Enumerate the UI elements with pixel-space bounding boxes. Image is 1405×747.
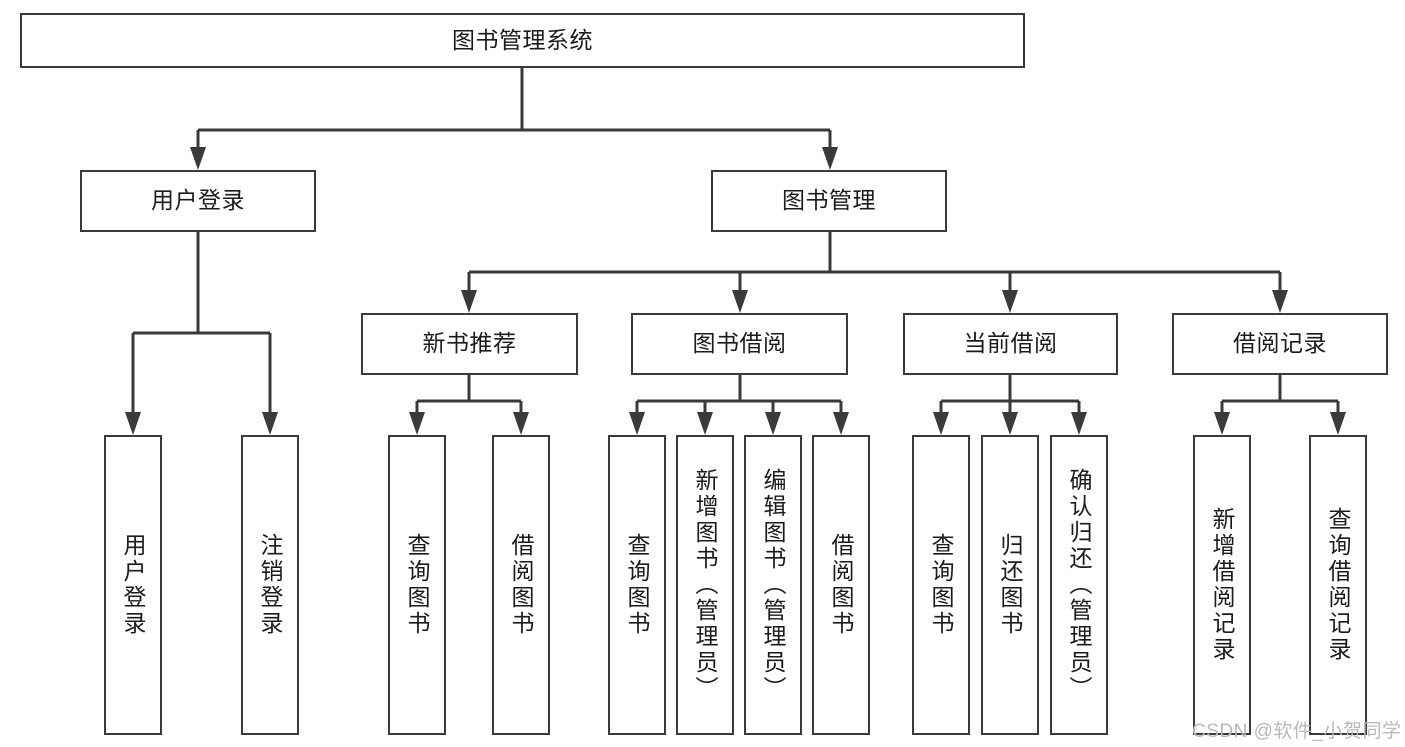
node-root[interactable]: 图书管理系统	[20, 13, 1025, 68]
node-leaf-return-book-label: 归还图书	[997, 533, 1024, 637]
csdn-watermark: CSDN @软件_小贺同学	[1192, 721, 1402, 742]
node-leaf-user-login-label: 用户登录	[120, 533, 147, 637]
node-leaf-borrow-book-2[interactable]: 借阅图书	[812, 435, 870, 735]
node-root-label: 图书管理系统	[452, 26, 593, 53]
node-leaf-logout-login-label: 注销登录	[257, 533, 284, 637]
node-borrow-record-label: 借阅记录	[1233, 330, 1327, 357]
node-new-book-rec-label: 新书推荐	[422, 330, 517, 357]
node-leaf-confirm-return-label: 确认归还（管理员）	[1066, 468, 1093, 702]
node-leaf-query-book-2-label: 查询图书	[624, 533, 651, 637]
node-leaf-borrow-book-2-label: 借阅图书	[828, 533, 855, 637]
node-user-login[interactable]: 用户登录	[80, 170, 316, 232]
node-leaf-query-book-1-label: 查询图书	[404, 533, 431, 637]
node-leaf-borrow-book-1[interactable]: 借阅图书	[492, 435, 550, 735]
node-leaf-return-book[interactable]: 归还图书	[981, 435, 1039, 735]
node-leaf-add-book[interactable]: 新增图书（管理员）	[676, 435, 734, 735]
node-borrow-record[interactable]: 借阅记录	[1172, 313, 1388, 375]
node-new-book-rec[interactable]: 新书推荐	[361, 313, 578, 375]
node-leaf-confirm-return[interactable]: 确认归还（管理员）	[1050, 435, 1108, 735]
node-leaf-add-book-label: 新增图书（管理员）	[692, 468, 719, 702]
node-leaf-query-book-2[interactable]: 查询图书	[608, 435, 666, 735]
node-leaf-query-book-3[interactable]: 查询图书	[912, 435, 970, 735]
node-leaf-query-record-label: 查询借阅记录	[1325, 507, 1352, 663]
node-leaf-edit-book-label: 编辑图书（管理员）	[760, 468, 787, 702]
node-book-manage-label: 图书管理	[782, 187, 876, 214]
node-leaf-query-book-3-label: 查询图书	[928, 533, 955, 637]
node-book-borrow[interactable]: 图书借阅	[631, 313, 848, 375]
node-leaf-add-record-label: 新增借阅记录	[1209, 507, 1236, 663]
node-leaf-user-login[interactable]: 用户登录	[104, 435, 162, 735]
node-leaf-query-book-1[interactable]: 查询图书	[388, 435, 446, 735]
node-user-login-label: 用户登录	[151, 187, 245, 214]
node-leaf-edit-book[interactable]: 编辑图书（管理员）	[744, 435, 802, 735]
node-leaf-add-record[interactable]: 新增借阅记录	[1193, 435, 1251, 735]
node-current-borrow[interactable]: 当前借阅	[903, 313, 1118, 375]
node-current-borrow-label: 当前借阅	[963, 330, 1058, 357]
node-leaf-logout-login[interactable]: 注销登录	[241, 435, 299, 735]
node-leaf-borrow-book-1-label: 借阅图书	[508, 533, 535, 637]
node-book-borrow-label: 图书借阅	[692, 330, 787, 357]
node-leaf-query-record[interactable]: 查询借阅记录	[1309, 435, 1367, 735]
node-book-manage[interactable]: 图书管理	[711, 170, 947, 232]
